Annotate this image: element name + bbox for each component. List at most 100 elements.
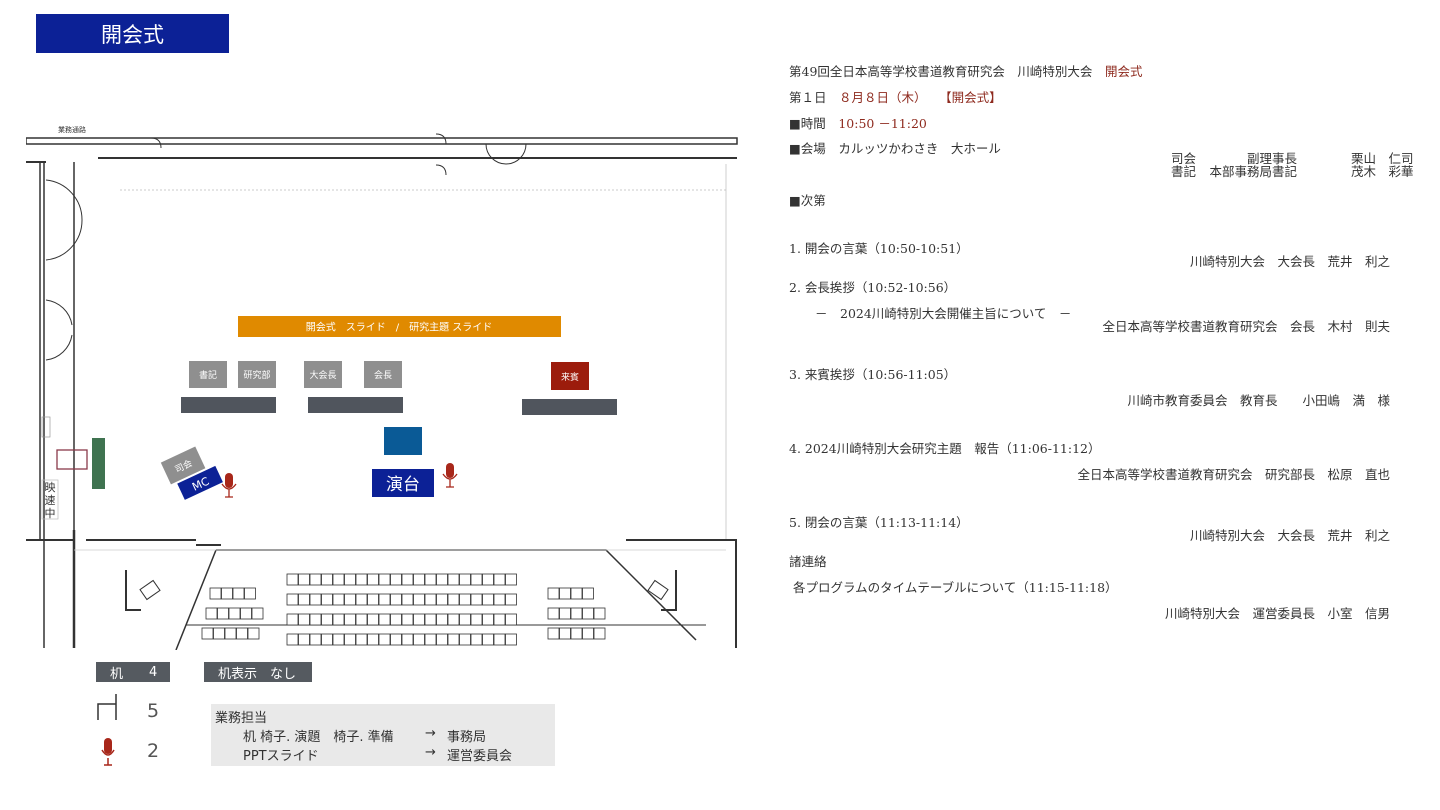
seat: [570, 587, 583, 600]
staff-title: 副理事長: [1246, 151, 1297, 166]
seat: [251, 607, 264, 620]
seat: [593, 627, 606, 640]
seat: [390, 573, 402, 586]
duty-owner: 事務局: [447, 730, 487, 745]
seat: [390, 633, 402, 646]
heading-text: 第49回全日本高等学校書道教育研究会 川崎特別大会: [789, 64, 1093, 79]
seat: [505, 613, 517, 626]
seat: [401, 573, 414, 586]
mic-icon: [101, 738, 115, 766]
seat: [436, 633, 448, 646]
seat: [286, 593, 299, 606]
notice-title: 各プログラムのタイムテーブルについて（11:15-11:18）: [793, 580, 1118, 595]
podium-box: [384, 427, 422, 455]
side-sign: [41, 416, 51, 438]
screen-bar: [238, 316, 561, 337]
seat: [413, 593, 425, 606]
duty-owner: 運営委員会: [447, 749, 513, 764]
seat: [413, 573, 425, 586]
seat: [413, 613, 425, 626]
seat: [344, 613, 356, 626]
staff-title: 本部事務局書記: [1209, 164, 1297, 179]
seat: [401, 633, 414, 646]
chair-icon: [97, 694, 117, 720]
seat: [224, 627, 237, 640]
seat: [321, 593, 333, 606]
desk-label: 机: [110, 666, 124, 682]
seat: [505, 573, 517, 586]
seat: [559, 587, 571, 600]
program-item-speaker: 川崎市教育委員会 教育長 小田嶋 満 様: [1127, 393, 1390, 408]
seat: [217, 607, 229, 620]
program-item-speaker: 川崎特別大会 大会長 荒井 利之: [1189, 528, 1390, 543]
seat: [236, 627, 248, 640]
corridor-label: 業務通路: [58, 125, 86, 134]
mic-icon: [442, 463, 458, 488]
seat: [570, 627, 583, 640]
seat: [355, 573, 368, 586]
seat: [390, 613, 402, 626]
seat: [390, 593, 402, 606]
seat: [344, 573, 356, 586]
seat: [470, 633, 483, 646]
svg-text:中: 中: [45, 507, 56, 520]
mic-count: 2: [147, 740, 160, 762]
duty-arrow: →: [425, 745, 436, 760]
seat: [378, 573, 391, 586]
seat: [298, 613, 310, 626]
seat: [470, 613, 483, 626]
seat: [482, 633, 494, 646]
seat: [436, 593, 448, 606]
seat: [309, 633, 322, 646]
seat: [413, 633, 425, 646]
seat-label-secretary: 書記: [199, 369, 217, 381]
seat: [367, 633, 379, 646]
seat: [447, 613, 460, 626]
head-table-left: [181, 397, 276, 413]
staff-roles: 司会 書記: [1171, 152, 1196, 178]
venue-label: ■会場: [789, 141, 826, 156]
seat: [559, 627, 571, 640]
chair-count: 5: [147, 700, 160, 722]
seat: [221, 587, 233, 600]
svg-text:映: 映: [45, 481, 56, 494]
seat: [482, 593, 494, 606]
seat: [378, 593, 391, 606]
staff-names: 栗山 仁司 茂木 彩華: [1351, 152, 1414, 178]
program-item-title: 5. 閉会の言葉（11:13-11:14）: [789, 515, 969, 530]
seat: [367, 613, 379, 626]
seat: [332, 633, 345, 646]
floor-plan: 業務通路 開会式 スライド / 研究主題 スライド 書記 研究部 大会長 会長 …: [26, 125, 738, 650]
seat: [424, 593, 437, 606]
seat: [378, 613, 391, 626]
seat: [436, 613, 448, 626]
seat: [482, 613, 494, 626]
seat: [582, 587, 594, 600]
seat: [321, 573, 333, 586]
seat: [470, 573, 483, 586]
seat: [309, 573, 322, 586]
seat: [493, 573, 506, 586]
seat: [367, 573, 379, 586]
seat: [401, 593, 414, 606]
doc-heading: 第49回全日本高等学校書道教育研究会 川崎特別大会 開会式: [789, 61, 1142, 80]
seat: [298, 633, 310, 646]
seat: [286, 613, 299, 626]
seat: [447, 593, 460, 606]
seat: [582, 607, 594, 620]
seat: [228, 607, 241, 620]
staff-name: 栗山 仁司: [1351, 151, 1414, 166]
program-item-speaker: 川崎特別大会 大会長 荒井 利之: [1189, 254, 1390, 269]
seat: [247, 627, 260, 640]
screen-label: 開会式 スライド / 研究主題 スライド: [306, 321, 493, 334]
time-value: 10:50 －11:20: [838, 116, 927, 131]
program-item-speaker: 全日本高等学校書道教育研究会 会長 木村 則夫: [1102, 319, 1390, 334]
seat: [332, 613, 345, 626]
seat: [547, 627, 560, 640]
seat: [213, 627, 225, 640]
seat: [309, 593, 322, 606]
heading-highlight: 開会式: [1104, 64, 1143, 79]
seat: [493, 613, 506, 626]
seat: [355, 613, 368, 626]
duty-task: PPTスライド: [243, 749, 319, 764]
